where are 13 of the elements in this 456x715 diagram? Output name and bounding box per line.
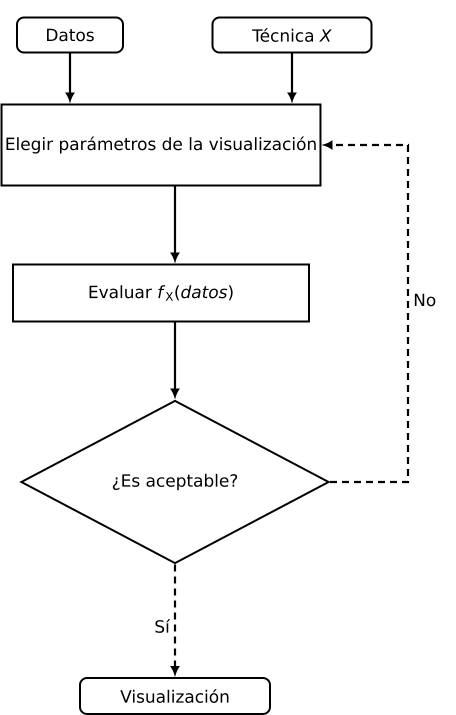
terminal-box: Visualización: [79, 677, 271, 715]
edge-label: Sí: [155, 619, 170, 633]
arrow: [66, 54, 74, 101]
arrow: [288, 54, 296, 101]
process-box: Evaluar f$_{X}$(datos): [12, 264, 310, 322]
arrow: [171, 564, 179, 674]
arrow: [171, 322, 179, 397]
edge-label: No: [414, 294, 436, 306]
arrow: [324, 141, 410, 484]
terminal-box: Datos: [16, 16, 124, 54]
process-box: Elegir parámetros de la visualización: [0, 104, 322, 186]
arrow: [171, 186, 179, 261]
terminal-box: Técnica X: [212, 16, 372, 54]
